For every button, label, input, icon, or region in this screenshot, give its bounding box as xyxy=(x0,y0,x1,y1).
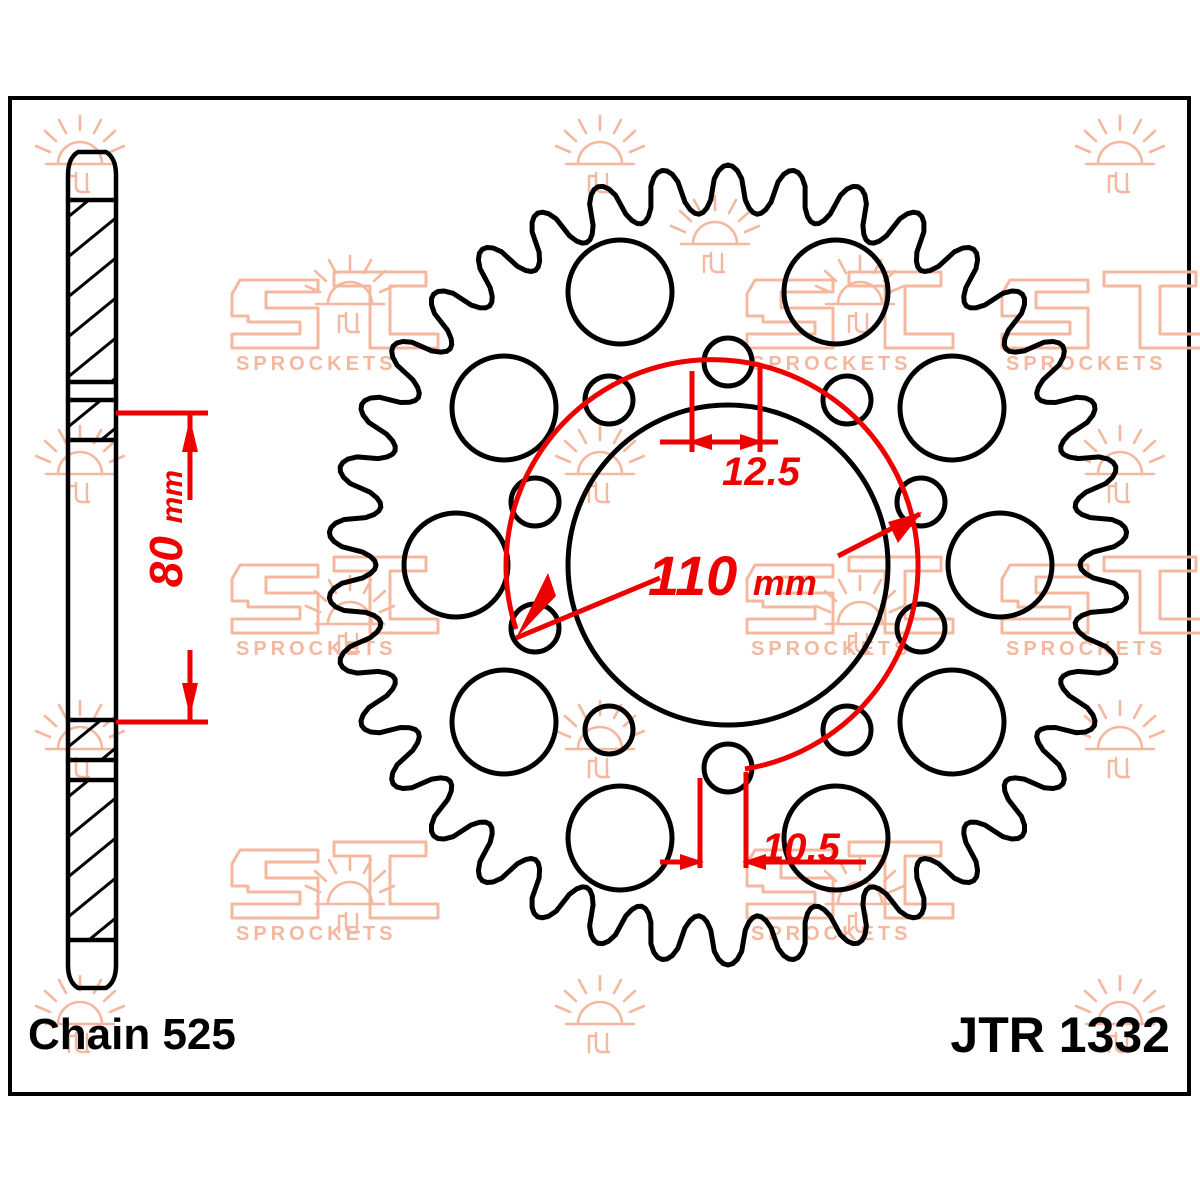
dimension-label-thickness: 80 mm xyxy=(140,470,192,588)
dimension-label-hole-offset: 12.5 xyxy=(722,450,800,494)
drawing-frame-border xyxy=(8,96,1191,1096)
chain-size-label: Chain 525 xyxy=(28,1010,236,1059)
dimension-label-hole-spacing: 10.5 xyxy=(762,826,840,870)
dimension-label-bolt-circle: 110 mm xyxy=(648,544,817,607)
part-number-label: JTR 1332 xyxy=(950,1007,1170,1063)
